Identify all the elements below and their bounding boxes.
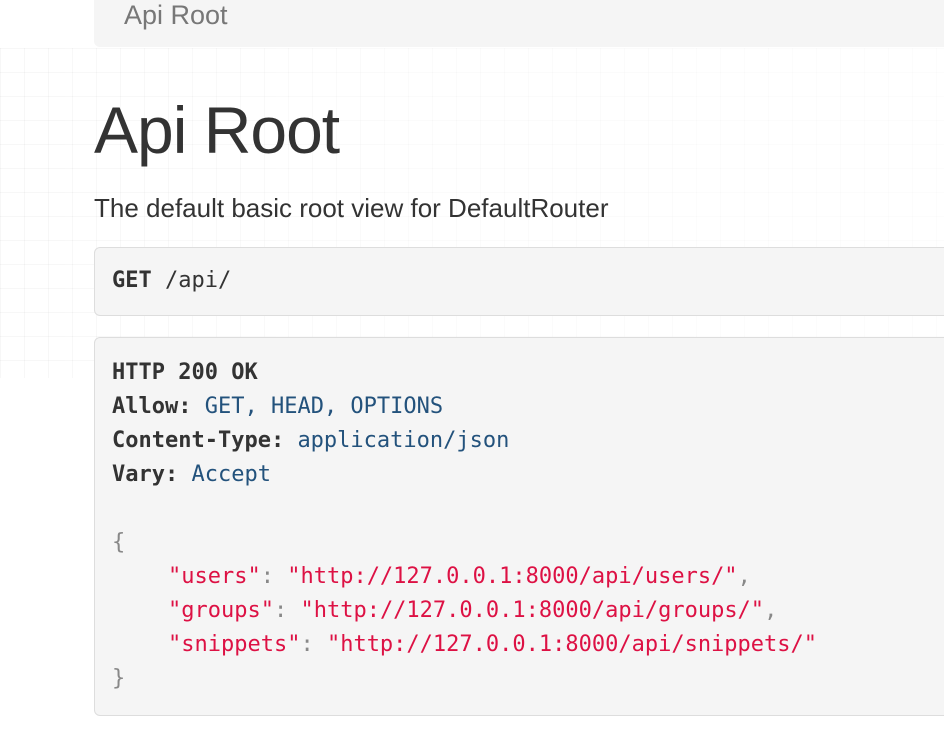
breadcrumb: Api Root — [94, 0, 944, 47]
request-info: GET /api/ — [94, 247, 944, 316]
page-description: The default basic root view for DefaultR… — [94, 193, 609, 223]
json-colon: : — [273, 598, 301, 623]
response-status: HTTP 200 OK — [112, 360, 258, 385]
header-value-vary: Accept — [191, 462, 271, 487]
response-info: HTTP 200 OK Allow: GET, HEAD, OPTIONS Cont… — [94, 337, 944, 716]
grid-background — [0, 48, 944, 378]
request-path: /api/ — [165, 268, 232, 293]
json-link-groups[interactable]: "http://127.0.0.1:8000/api/groups/" — [300, 598, 765, 623]
json-key-snippets: "snippets" — [168, 632, 301, 657]
header-key-vary: Vary: — [112, 462, 179, 487]
header-value-allow: GET, HEAD, OPTIONS — [204, 394, 444, 419]
json-link-users[interactable]: "http://127.0.0.1:8000/api/users/" — [287, 564, 738, 589]
page-title: Api Root — [94, 93, 340, 167]
json-key-users: "users" — [168, 564, 261, 589]
json-key-groups: "groups" — [168, 598, 274, 623]
header-key-allow: Allow: — [112, 394, 192, 419]
json-comma: , — [764, 598, 778, 623]
header-value-content-type: application/json — [297, 428, 510, 453]
breadcrumb-item-api-root[interactable]: Api Root — [124, 0, 228, 30]
json-colon: : — [300, 632, 327, 657]
request-method: GET — [112, 268, 152, 293]
json-close-brace: } — [112, 666, 126, 691]
json-open-brace: { — [112, 530, 126, 555]
json-colon: : — [260, 564, 288, 589]
json-comma: , — [737, 564, 751, 589]
header-key-content-type: Content-Type: — [112, 428, 285, 453]
json-link-snippets[interactable]: "http://127.0.0.1:8000/api/snippets/" — [326, 632, 818, 657]
